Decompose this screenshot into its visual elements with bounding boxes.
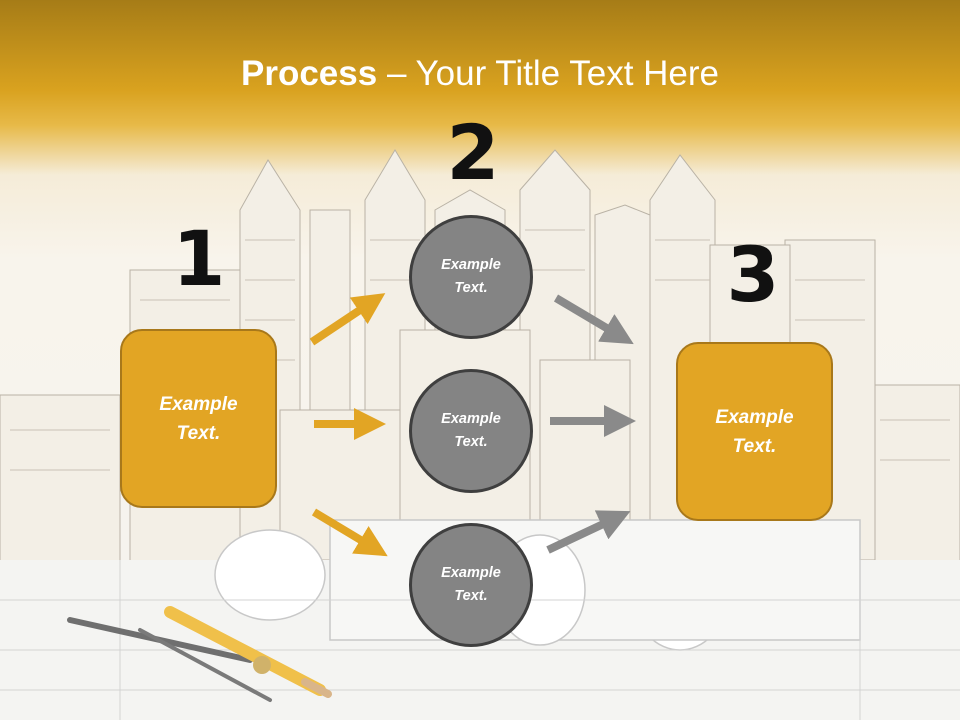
circle-middle-text-line1: Example (441, 411, 501, 427)
step-3-box[interactable]: Example Text. (676, 342, 833, 521)
arrow-gray-down-icon (553, 294, 634, 345)
slide-title-rest: – Your Title Text Here (377, 54, 719, 93)
circle-top-text: Example Text. (441, 254, 501, 300)
circle-bottom-text-line2: Text. (454, 588, 488, 604)
arrow-gold-down-icon (311, 508, 388, 557)
step-3-text-line1: Example (715, 406, 794, 428)
circle-top-text-line2: Text. (454, 280, 488, 296)
step-number-2: 2 (446, 108, 500, 197)
step-2-circle-top[interactable]: Example Text. (409, 215, 533, 339)
step-1-box[interactable]: Example Text. (120, 329, 277, 508)
step-2-circle-middle[interactable]: Example Text. (409, 369, 533, 493)
circle-top-text-line1: Example (441, 257, 501, 273)
circle-middle-text: Example Text. (441, 408, 501, 454)
step-2-circle-bottom[interactable]: Example Text. (409, 523, 533, 647)
step-number-3: 3 (726, 230, 780, 319)
arrow-gold-up-icon (309, 293, 386, 346)
step-1-box-text: Example Text. (159, 390, 237, 448)
step-number-1: 1 (172, 214, 226, 303)
slide-title: Process – Your Title Text Here (0, 52, 960, 96)
step-3-text-line2: Text. (732, 435, 777, 457)
arrow-gray-up-icon (546, 510, 631, 554)
circle-bottom-text-line1: Example (441, 565, 501, 581)
step-1-text-line1: Example (159, 393, 238, 415)
step-1-text-line2: Text. (176, 422, 221, 444)
slide-title-bold: Process (241, 54, 378, 93)
circle-middle-text-line2: Text. (454, 434, 488, 450)
step-3-box-text: Example Text. (715, 403, 793, 461)
circle-bottom-text: Example Text. (441, 562, 501, 608)
